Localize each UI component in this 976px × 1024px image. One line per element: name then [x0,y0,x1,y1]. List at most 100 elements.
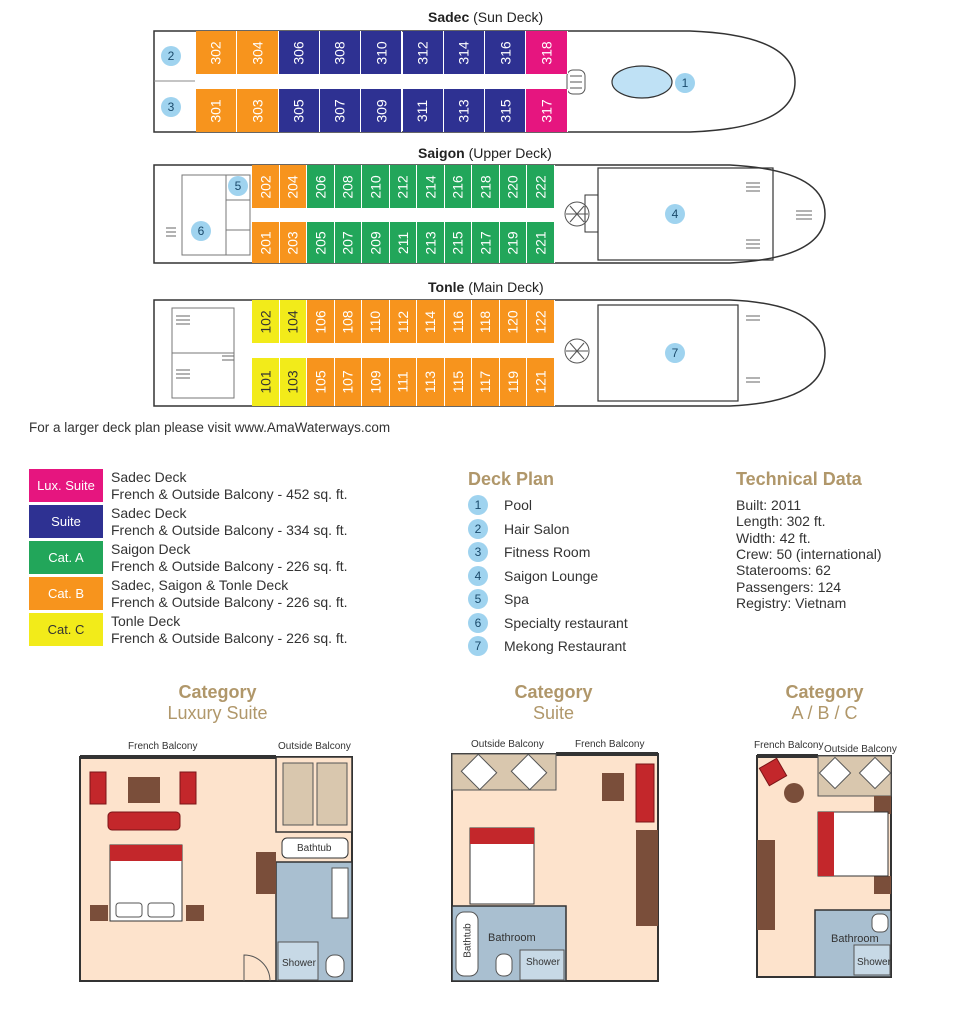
cabin-306[interactable]: 306 [278,31,320,74]
technical-data-line: Crew: 50 (international) [736,545,882,562]
cabin-number: 102 [257,309,274,334]
cabin-201[interactable]: 201 [252,222,280,263]
cabin-222[interactable]: 222 [527,165,555,208]
deck-title-sadec: Sadec (Sun Deck) [428,9,544,25]
cabin-105[interactable]: 105 [307,358,335,406]
marker-saigon-lounge: 4 [665,204,685,224]
cabin-number: 318 [538,40,555,65]
cabin-number: 212 [394,174,411,199]
cabin-207[interactable]: 207 [334,222,362,263]
lux-french-balcony-label: French Balcony [128,741,198,752]
cabin-number: 205 [312,230,329,255]
cabin-103[interactable]: 103 [279,358,307,406]
cabin-314[interactable]: 314 [443,31,486,74]
cabin-113[interactable]: 113 [417,358,445,406]
cabin-208[interactable]: 208 [334,165,362,208]
cabin-221[interactable]: 221 [527,222,555,263]
suite-outside-balcony-label: Outside Balcony [471,739,544,750]
cabin-317[interactable]: 317 [526,89,568,132]
cabin-117[interactable]: 117 [472,358,500,406]
cabin-304[interactable]: 304 [237,31,279,74]
cabin-number: 316 [497,40,514,65]
cabin-315[interactable]: 315 [485,89,527,132]
cabin-number: 117 [477,370,494,394]
cabin-number: 218 [477,174,494,199]
deck-plan-item: Hair Salon [504,520,570,537]
cabin-number: 219 [504,230,521,255]
cabin-number: 111 [394,371,411,393]
cabin-120[interactable]: 120 [499,300,527,343]
deck-title-saigon: Saigon (Upper Deck) [418,145,552,161]
cabin-219[interactable]: 219 [499,222,527,263]
cabin-114[interactable]: 114 [417,300,445,343]
cabin-215[interactable]: 215 [444,222,472,263]
cabin-number: 206 [312,174,329,199]
cabin-303[interactable]: 303 [237,89,279,132]
cabin-107[interactable]: 107 [334,358,362,406]
cabin-number: 304 [249,40,266,65]
website-note: For a larger deck plan please visit www.… [29,420,391,435]
cabin-204[interactable]: 204 [279,165,307,208]
cabin-number: 301 [208,98,225,123]
cabin-206[interactable]: 206 [307,165,335,208]
cabin-214[interactable]: 214 [417,165,445,208]
cabin-313[interactable]: 313 [443,89,486,132]
cabin-110[interactable]: 110 [362,300,390,343]
cabin-102[interactable]: 102 [252,300,280,343]
technical-data-line: Passengers: 124 [736,578,842,595]
cabin-309[interactable]: 309 [361,89,403,132]
lux-bathtub-label: Bathtub [297,843,332,854]
cabin-310[interactable]: 310 [361,31,403,74]
cabin-122[interactable]: 122 [527,300,555,343]
legend-swatch-cat-c: Cat. C [29,613,103,646]
cabin-number: 311 [414,99,431,122]
cabin-number: 119 [504,370,521,394]
cabin-302[interactable]: 302 [196,31,238,74]
cabin-108[interactable]: 108 [334,300,362,343]
cabin-number: 204 [284,174,301,199]
cabin-305[interactable]: 305 [278,89,320,132]
cabin-212[interactable]: 212 [389,165,417,208]
cabin-116[interactable]: 116 [444,300,472,343]
cabin-112[interactable]: 112 [389,300,417,343]
cabin-109[interactable]: 109 [362,358,390,406]
cabin-307[interactable]: 307 [319,89,362,132]
cabin-316[interactable]: 316 [485,31,527,74]
cabin-216[interactable]: 216 [444,165,472,208]
technical-data-line: Registry: Vietnam [736,594,847,611]
cabin-203[interactable]: 203 [279,222,307,263]
cabin-111[interactable]: 111 [389,358,417,406]
cabin-213[interactable]: 213 [417,222,445,263]
cabin-308[interactable]: 308 [319,31,362,74]
cabin-104[interactable]: 104 [279,300,307,343]
suite-bathroom-label: Bathroom [488,932,536,944]
cabin-301[interactable]: 301 [196,89,238,132]
cabin-217[interactable]: 217 [472,222,500,263]
abc-french-balcony-label: French Balcony [754,740,824,751]
deck-plan-item: Mekong Restaurant [504,638,627,654]
cabin-218[interactable]: 218 [472,165,500,208]
cabin-number: 203 [284,230,301,255]
cabin-number: 207 [339,230,356,255]
suite-french-balcony-label: French Balcony [575,739,645,750]
cabin-318[interactable]: 318 [526,31,568,74]
cabin-number: 317 [538,98,555,123]
cabin-211[interactable]: 211 [389,222,417,263]
cabin-312[interactable]: 312 [402,31,444,74]
cabin-311[interactable]: 311 [402,89,444,132]
lux-shower-label: Shower [282,958,316,969]
cabin-205[interactable]: 205 [307,222,335,263]
cabin-121[interactable]: 121 [527,358,555,406]
cabin-202[interactable]: 202 [252,165,280,208]
cabin-101[interactable]: 101 [252,358,280,406]
cabin-118[interactable]: 118 [472,300,500,343]
suite-shower-label: Shower [526,957,560,968]
cabin-119[interactable]: 119 [499,358,527,406]
cabin-115[interactable]: 115 [444,358,472,406]
cabin-210[interactable]: 210 [362,165,390,208]
cabin-209[interactable]: 209 [362,222,390,263]
cabin-220[interactable]: 220 [499,165,527,208]
cabin-106[interactable]: 106 [307,300,335,343]
